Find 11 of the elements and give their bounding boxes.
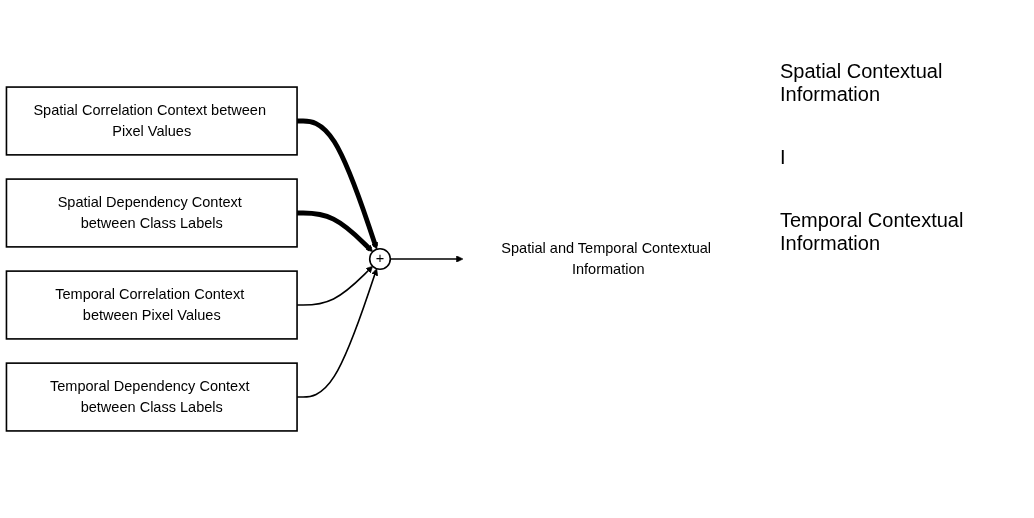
note-label: I <box>780 146 787 169</box>
arrow <box>297 210 373 253</box>
node-box: Spatial Correlation Context between Pixel Values <box>5 86 298 156</box>
arrow <box>297 118 378 250</box>
node-box: Spatial Dependency Context between Class Labels <box>5 178 298 248</box>
node-box: Temporal Dependency Context between Class Labels <box>5 362 298 432</box>
node-circle: + <box>368 247 392 271</box>
note-label: Spatial Contextual Information <box>780 60 944 106</box>
node-text: Spatial and Temporal Contextual Information <box>501 239 712 278</box>
node-box: Temporal Correlation Context between Pixel Values <box>5 270 298 340</box>
note-label: Temporal Contextual Information <box>780 209 965 255</box>
